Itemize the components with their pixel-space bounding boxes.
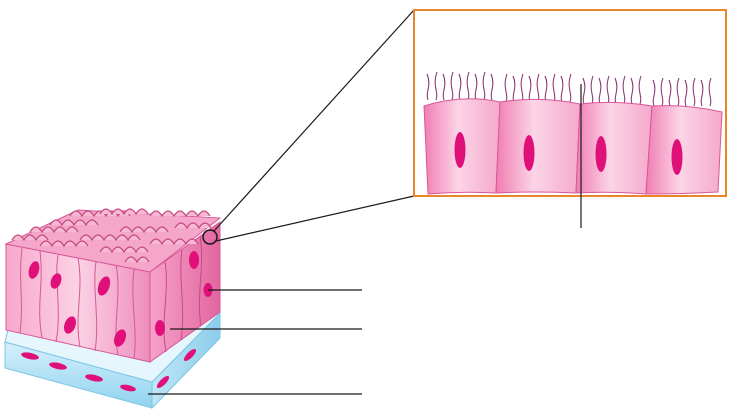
- zoom-cells: [423, 98, 723, 195]
- zoom-cell-4: [645, 105, 723, 195]
- basement-nuclei: [21, 348, 197, 392]
- leader-lines: [148, 289, 362, 395]
- apical-cilia-tufts: [11, 208, 212, 264]
- tissue-block: [4, 208, 222, 410]
- zoom-line-top: [213, 9, 415, 232]
- zoom-nuclei: [454, 132, 683, 175]
- zoom-cilia: [426, 71, 712, 107]
- zoom-cell-3: [575, 101, 653, 195]
- zoom-cell-2: [495, 98, 581, 194]
- epithelium-side: [149, 221, 221, 363]
- cell-boundaries-side: [163, 235, 203, 353]
- zoom-inset: [413, 9, 727, 228]
- epithelium-nuclei: [28, 251, 213, 347]
- zoom-line-bottom: [215, 195, 415, 242]
- magnifier-circle: [202, 229, 218, 245]
